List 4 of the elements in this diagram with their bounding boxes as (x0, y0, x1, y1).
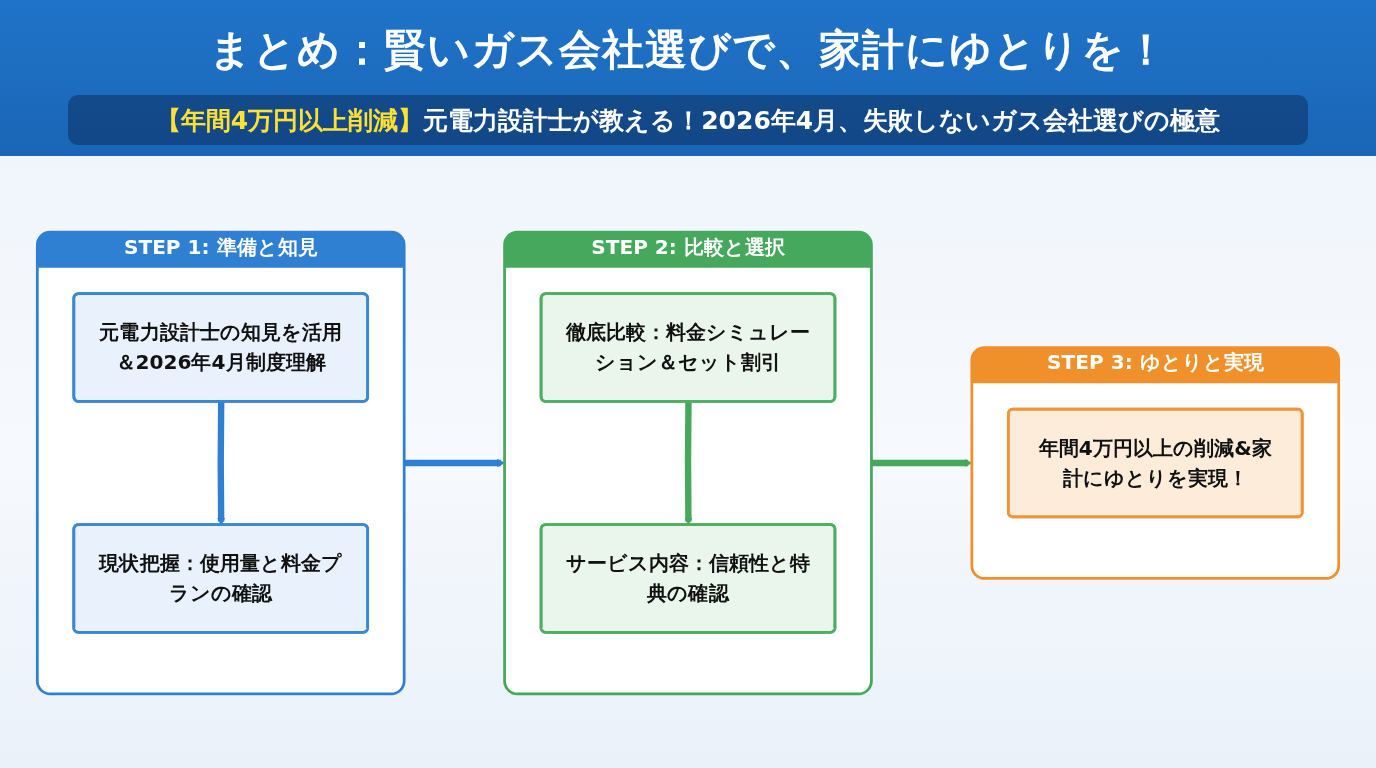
arrow (404, 459, 505, 467)
highlight-label: 【年間4万円以上削減】 (155, 104, 424, 137)
subtitle-text: 元電力設計士が教える！2026年4月、失敗しないガス会社選びの極意 (423, 104, 1221, 137)
title-text: まとめ：賢いガス会社選びで、家計にゆとりを！ (207, 24, 1169, 76)
